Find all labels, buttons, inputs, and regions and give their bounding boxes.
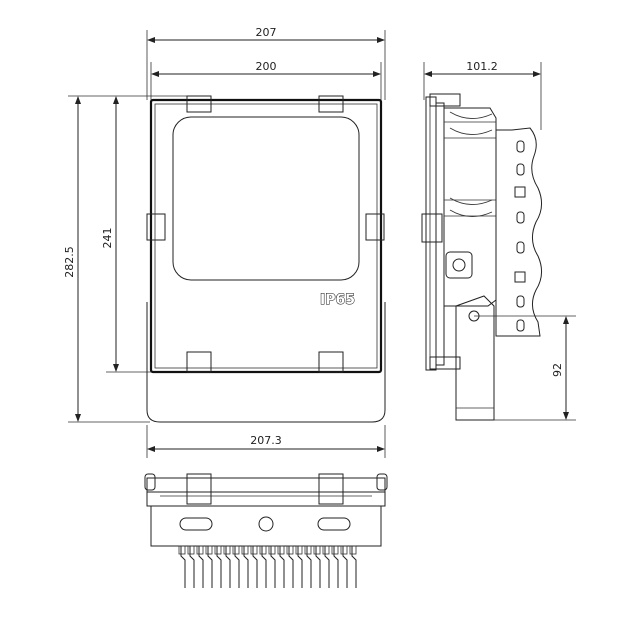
- clip-top-left: [186, 95, 212, 113]
- bottom-view: [144, 473, 388, 588]
- clip-bottom-right: [318, 351, 344, 373]
- cooling-fin: [261, 546, 267, 588]
- cooling-fin: [315, 546, 321, 588]
- fin-cap: [349, 545, 357, 555]
- fin-cap: [241, 545, 249, 555]
- cooling-fin: [180, 546, 186, 588]
- dim-front-height-body: 241: [101, 228, 114, 249]
- dim-bracket-height: 92: [551, 363, 564, 377]
- fin-cap: [214, 545, 222, 555]
- fin-cap: [232, 545, 240, 555]
- fin-cap: [196, 545, 204, 555]
- fin-cap: [250, 545, 258, 555]
- fin-cap: [187, 545, 195, 555]
- dim-side-depth: 101.2: [466, 60, 498, 73]
- cooling-fin: [333, 546, 339, 588]
- cooling-fin: [198, 546, 204, 588]
- cooling-fin: [216, 546, 222, 588]
- cooling-fin: [225, 546, 231, 588]
- cooling-fin: [252, 546, 258, 588]
- dim-top-outer-width: 207: [256, 26, 277, 39]
- front-body: [149, 98, 383, 374]
- clip-side-right: [365, 213, 385, 241]
- fin-cap: [277, 545, 285, 555]
- fin-cap: [304, 545, 312, 555]
- fin-cap: [223, 545, 231, 555]
- cooling-fin: [342, 546, 348, 588]
- back-plate: [150, 505, 382, 547]
- front-view: 207 200 282.5 241 IP65: [63, 26, 386, 458]
- cooling-fin: [297, 546, 303, 588]
- fin-cap: [286, 545, 294, 555]
- fin-cap: [295, 545, 303, 555]
- lens-window: [172, 116, 360, 281]
- fin-cap: [331, 545, 339, 555]
- cooling-fin: [324, 546, 330, 588]
- dim-bottom-width: 207.3: [250, 434, 282, 447]
- cooling-fin: [288, 546, 294, 588]
- cooling-fin: [279, 546, 285, 588]
- mount-bracket: [455, 295, 495, 421]
- ip-rating-label: IP65: [320, 292, 355, 308]
- side-view: 101.2: [421, 60, 576, 421]
- cooling-fin: [351, 546, 357, 588]
- clip-bottom-left: [186, 351, 212, 373]
- fin-cap: [340, 545, 348, 555]
- clip-top-right: [318, 95, 344, 113]
- clip-side-left: [146, 213, 166, 241]
- dim-top-inner-width: 200: [256, 60, 277, 73]
- cooling-fins: [178, 545, 357, 588]
- dim-front-height-total: 282.5: [63, 246, 76, 278]
- cooling-fin: [270, 546, 276, 588]
- cooling-fin: [243, 546, 249, 588]
- fin-cap: [178, 545, 186, 555]
- fin-cap: [205, 545, 213, 555]
- fin-cap: [268, 545, 276, 555]
- cooling-fin: [189, 546, 195, 588]
- cooling-fin: [234, 546, 240, 588]
- cooling-fin: [306, 546, 312, 588]
- fin-profile: [495, 127, 542, 337]
- fin-cap: [313, 545, 321, 555]
- fin-cap: [259, 545, 267, 555]
- fin-cap: [322, 545, 330, 555]
- cooling-fin: [207, 546, 213, 588]
